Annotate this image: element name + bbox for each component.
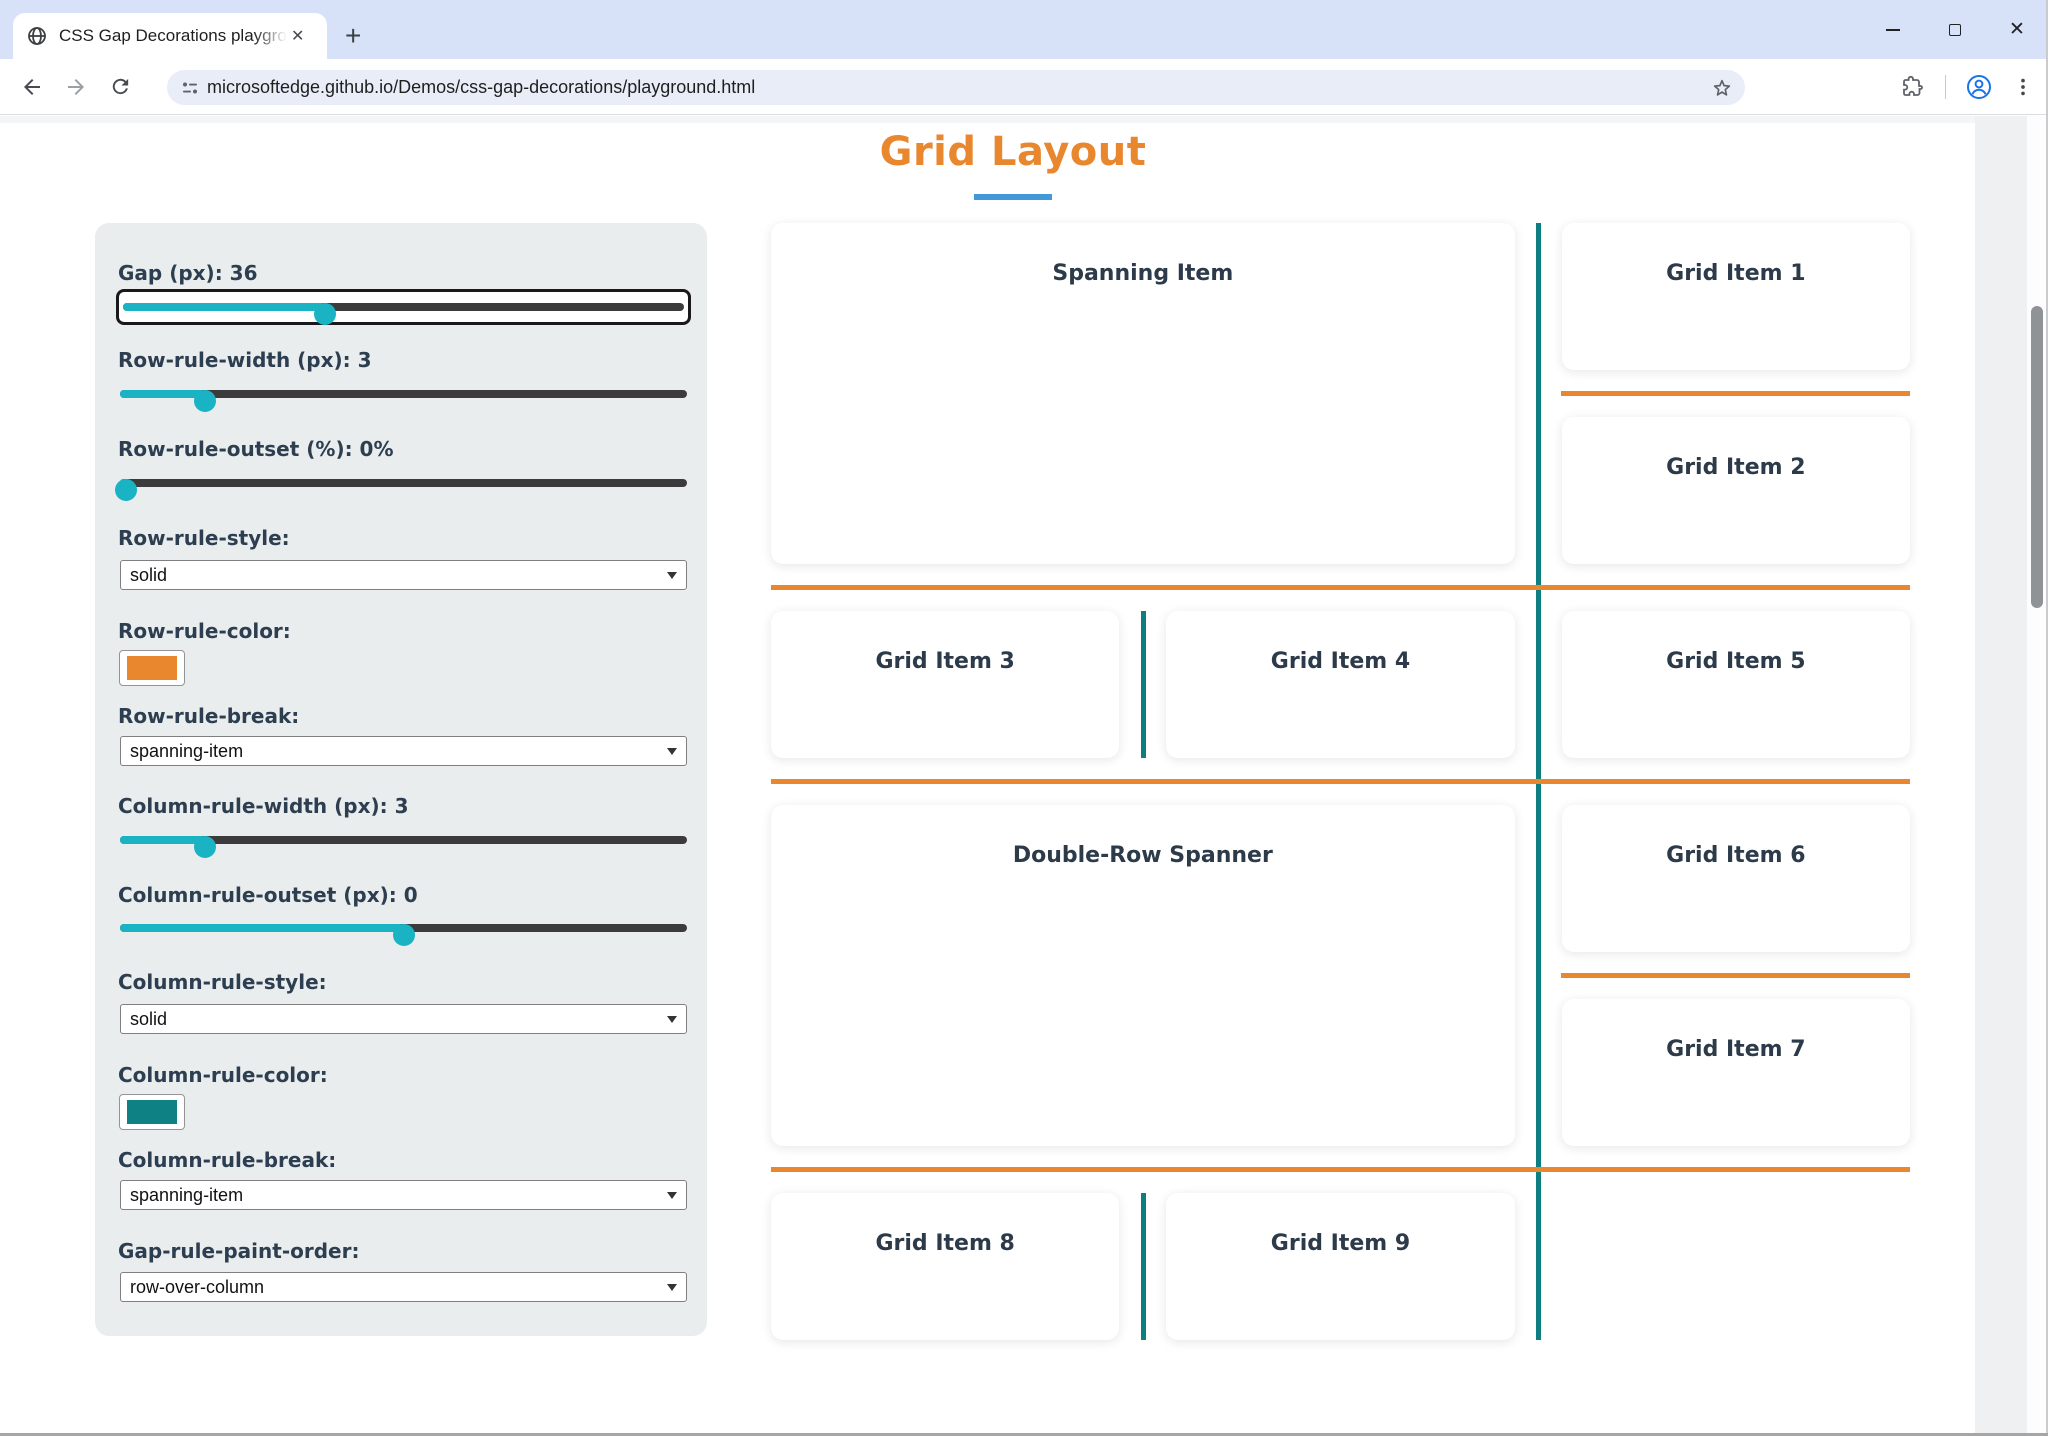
- row-rule-outset-slider[interactable]: [114, 472, 687, 501]
- page-title: Grid Layout: [879, 129, 1147, 175]
- grid-item-9: Grid Item 9: [1166, 1193, 1515, 1340]
- chevron-down-icon: [667, 1016, 677, 1023]
- toolbar-separator: [1945, 75, 1946, 99]
- row-rule-break-select[interactable]: spanning-item: [120, 736, 687, 766]
- column-rule-outset-label: Column-rule-outset (px): 0: [118, 883, 418, 907]
- grid-item-spanning: Spanning Item: [771, 223, 1515, 564]
- row-rule-width-label: Row-rule-width (px): 3: [118, 348, 372, 372]
- column-rule-style-select[interactable]: solid: [120, 1004, 687, 1034]
- row-rule-color-label: Row-rule-color:: [118, 619, 291, 643]
- slider-thumb[interactable]: [392, 924, 415, 946]
- page-top-strip: [0, 116, 2026, 123]
- window-bottom-edge: [0, 1433, 2048, 1436]
- column-rule-line: [1141, 1193, 1146, 1340]
- toolbar-right-icons: [1901, 65, 2034, 109]
- scrollbar-track[interactable]: [2026, 116, 2048, 1436]
- forward-button[interactable]: [54, 65, 98, 109]
- slider-thumb[interactable]: [313, 303, 336, 325]
- back-icon: [24, 78, 40, 95]
- new-tab-button[interactable]: +: [345, 20, 362, 51]
- maximize-icon: [1949, 23, 1961, 36]
- grid-item-7: Grid Item 7: [1561, 999, 1910, 1146]
- site-info-icon[interactable]: [181, 79, 199, 97]
- row-rule-line: [771, 779, 1910, 784]
- back-button[interactable]: [10, 65, 54, 109]
- chevron-down-icon: [667, 748, 677, 755]
- minimize-button[interactable]: [1862, 0, 1924, 59]
- column-rule-break-select[interactable]: spanning-item: [120, 1180, 687, 1210]
- grid-item-6: Grid Item 6: [1561, 805, 1910, 952]
- menu-icon[interactable]: [2012, 76, 2034, 98]
- globe-icon: [27, 26, 47, 46]
- row-rule-style-label: Row-rule-style:: [118, 526, 290, 550]
- window-controls: ✕: [1862, 0, 2048, 59]
- row-rule-break-label: Row-rule-break:: [118, 704, 300, 728]
- column-rule-break-label: Column-rule-break:: [118, 1148, 337, 1172]
- bookmark-star-icon[interactable]: [1711, 77, 1733, 99]
- gap-rule-paint-order-select[interactable]: row-over-column: [120, 1272, 687, 1302]
- extensions-icon[interactable]: [1901, 75, 1925, 99]
- grid-item-double-row-spanner: Double-Row Spanner: [771, 805, 1515, 1146]
- chevron-down-icon: [667, 572, 677, 579]
- grid-item-8: Grid Item 8: [771, 1193, 1120, 1340]
- address-bar[interactable]: microsoftedge.github.io/Demos/css-gap-de…: [167, 70, 1745, 105]
- chevron-down-icon: [667, 1284, 677, 1291]
- gap-label: Gap (px): 36: [118, 261, 258, 285]
- reload-button[interactable]: [98, 65, 142, 109]
- tab-close-icon[interactable]: ✕: [291, 28, 305, 45]
- chevron-down-icon: [667, 1192, 677, 1199]
- column-rule-style-label: Column-rule-style:: [118, 970, 327, 994]
- close-button[interactable]: ✕: [2009, 19, 2025, 40]
- row-rule-line: [1561, 391, 1910, 396]
- row-rule-line: [771, 1167, 1910, 1172]
- row-rule-style-select[interactable]: solid: [120, 560, 687, 590]
- grid-preview: Spanning Item Grid Item 1 Grid Item 2 Gr…: [771, 223, 1910, 1340]
- row-rule-color-picker[interactable]: [119, 650, 185, 686]
- page-viewport: Grid Layout Gap (px): 36 Row-rule-width …: [0, 116, 2048, 1436]
- column-rule-width-slider[interactable]: [120, 829, 687, 858]
- row-rule-outset-label: Row-rule-outset (%): 0%: [118, 437, 394, 461]
- grid-item-5: Grid Item 5: [1561, 611, 1910, 758]
- grid-item-3: Grid Item 3: [771, 611, 1120, 758]
- maximize-button[interactable]: [1924, 0, 1986, 59]
- url-text[interactable]: microsoftedge.github.io/Demos/css-gap-de…: [207, 77, 756, 97]
- tab-strip: CSS Gap Decorations playgroun ✕ + ✕: [0, 0, 2048, 59]
- column-rule-color-label: Column-rule-color:: [118, 1063, 328, 1087]
- column-rule-outset-slider[interactable]: [120, 917, 687, 946]
- slider-thumb[interactable]: [114, 479, 137, 501]
- slider-thumb[interactable]: [194, 390, 217, 412]
- column-rule-color-picker[interactable]: [119, 1094, 185, 1130]
- scrollbar-thumb[interactable]: [2031, 306, 2043, 608]
- gap-rule-paint-order-label: Gap-rule-paint-order:: [118, 1239, 360, 1263]
- profile-icon[interactable]: [1966, 74, 1992, 100]
- grid-item-4: Grid Item 4: [1166, 611, 1515, 758]
- page-right-margin: [1975, 116, 2026, 1436]
- browser-toolbar: microsoftedge.github.io/Demos/css-gap-de…: [0, 59, 2048, 115]
- gap-slider[interactable]: [116, 289, 691, 325]
- active-tab[interactable]: CSS Gap Decorations playgroun ✕: [13, 13, 327, 59]
- slider-thumb[interactable]: [194, 836, 217, 858]
- controls-panel: Gap (px): 36 Row-rule-width (px): 3 Row-…: [95, 223, 707, 1336]
- row-rule-line: [1561, 973, 1910, 978]
- reload-icon: [112, 78, 128, 95]
- row-rule-width-slider[interactable]: [120, 383, 687, 412]
- grid-item-2: Grid Item 2: [1561, 417, 1910, 564]
- forward-icon: [68, 78, 84, 95]
- column-rule-width-label: Column-rule-width (px): 3: [118, 794, 409, 818]
- row-rule-line: [771, 585, 1910, 590]
- title-underline: [974, 194, 1052, 200]
- tab-title: CSS Gap Decorations playgroun: [59, 26, 287, 46]
- grid-item-1: Grid Item 1: [1561, 223, 1910, 370]
- window-right-edge: [2046, 0, 2048, 1436]
- column-rule-line: [1141, 611, 1146, 758]
- minimize-icon: [1886, 28, 1900, 31]
